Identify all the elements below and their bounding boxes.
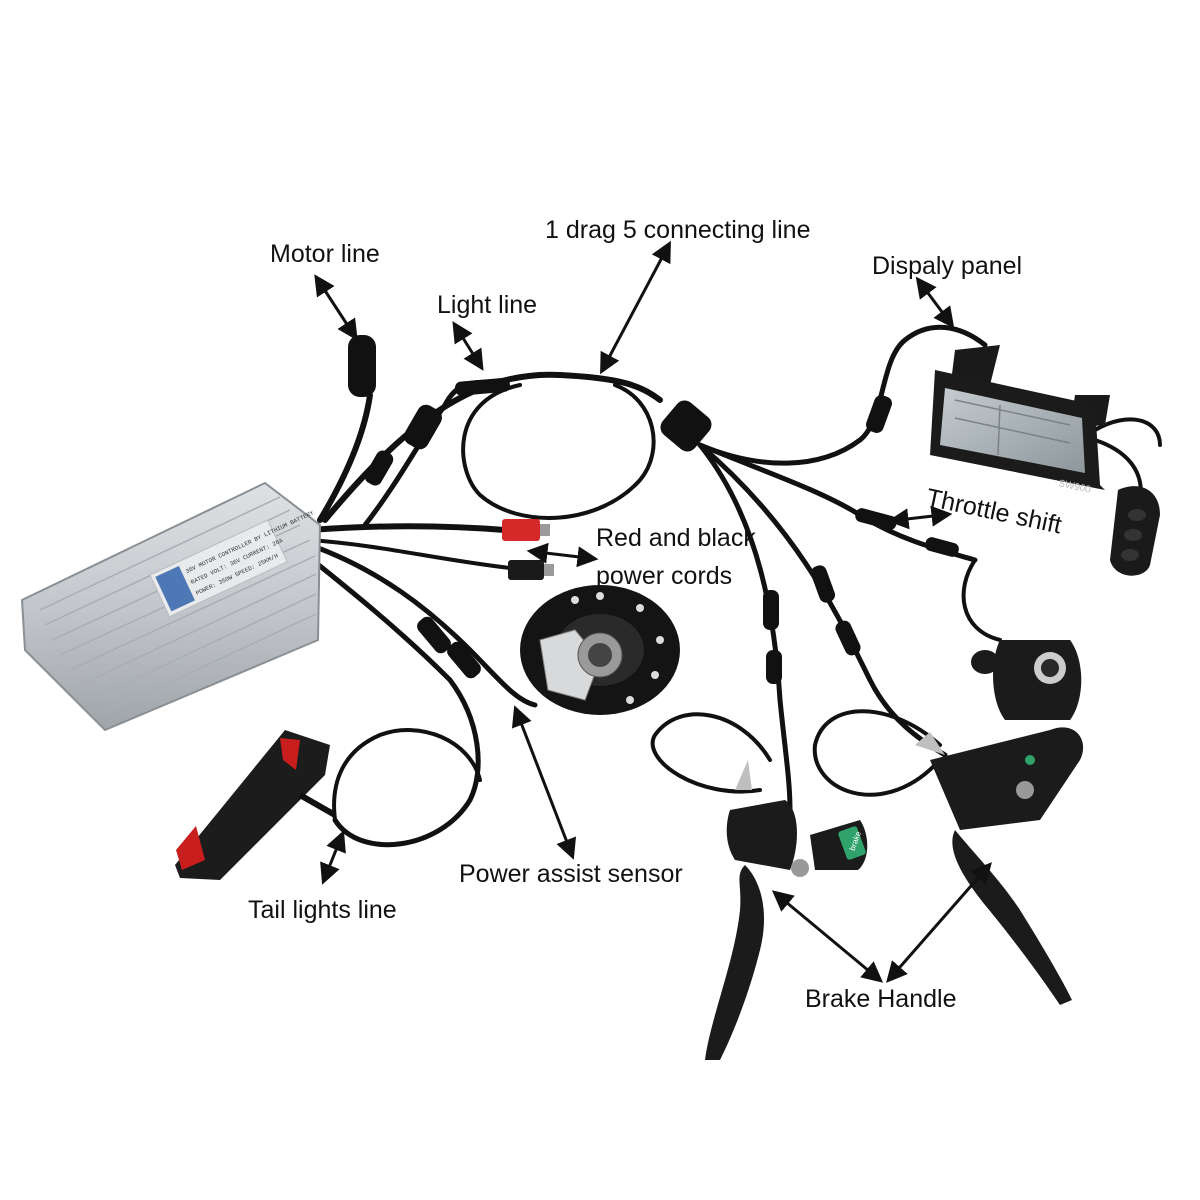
annotation-arrows [314, 240, 992, 983]
label-motor-line: Motor line [270, 240, 380, 268]
light-line-arrow [452, 321, 484, 371]
motor-connector [348, 335, 376, 397]
tail-light [175, 730, 337, 880]
label-brake-handle: Brake Handle [805, 985, 956, 1013]
cable-hub [660, 400, 712, 452]
brake-handle-right-arrow [886, 862, 992, 983]
brake-handle-left-arrow [771, 890, 884, 983]
throttle-connector [925, 537, 959, 557]
power-assist-sensor-disc [520, 585, 680, 715]
remote-button-icon [1124, 529, 1142, 541]
label-display-panel: Dispaly panel [872, 252, 1022, 280]
brake-connector [766, 650, 782, 684]
red-power-plug [502, 519, 540, 541]
motor-line-arrow [314, 274, 358, 341]
label-power-assist-sensor: Power assist sensor [459, 860, 683, 888]
display-panel-device: SW900 [930, 345, 1160, 576]
brake-connector [835, 620, 861, 656]
light-line-connector [454, 377, 510, 396]
motor-controller: 36V MOTOR CONTROLLER BY LITHIUM BATTERY … [20, 481, 322, 732]
throttle-shift-arrow [887, 505, 953, 530]
brake-connector [810, 565, 836, 603]
brake-connector [763, 590, 779, 630]
connecting-line-arrow [600, 240, 671, 375]
sensor-connector [447, 641, 481, 679]
label-tail-lights-line: Tail lights line [248, 896, 397, 924]
label-throttle-shift: Throttle shift [924, 483, 1064, 539]
inline-connector [364, 450, 394, 486]
display-panel-arrow [915, 276, 955, 329]
throttle-device [971, 640, 1082, 720]
label-connecting-line: 1 drag 5 connecting line [545, 216, 810, 244]
label-light-line: Light line [437, 291, 537, 319]
power-assist-sensor-arrow [511, 705, 577, 860]
brake-handle-right [915, 727, 1084, 1005]
brake-badge [838, 826, 866, 860]
annotation-labels: Motor line Light line 1 drag 5 connectin… [248, 216, 1064, 1013]
brake-handle-left: brake [705, 760, 868, 1060]
cable-connectors [348, 335, 959, 684]
remote-button-icon [1121, 549, 1139, 561]
black-power-plug [508, 560, 544, 580]
inline-connector [404, 404, 442, 450]
label-power-cords-2: power cords [596, 562, 732, 590]
display-connector [866, 395, 892, 433]
sensor-connector [417, 616, 451, 654]
power-cord-plugs [502, 519, 554, 580]
power-cords-arrow [526, 542, 599, 568]
throttle-connector [855, 508, 897, 530]
label-power-cords-1: Red and black [596, 524, 756, 552]
tail-lights-arrow [320, 830, 346, 885]
remote-button-icon [1128, 509, 1146, 521]
